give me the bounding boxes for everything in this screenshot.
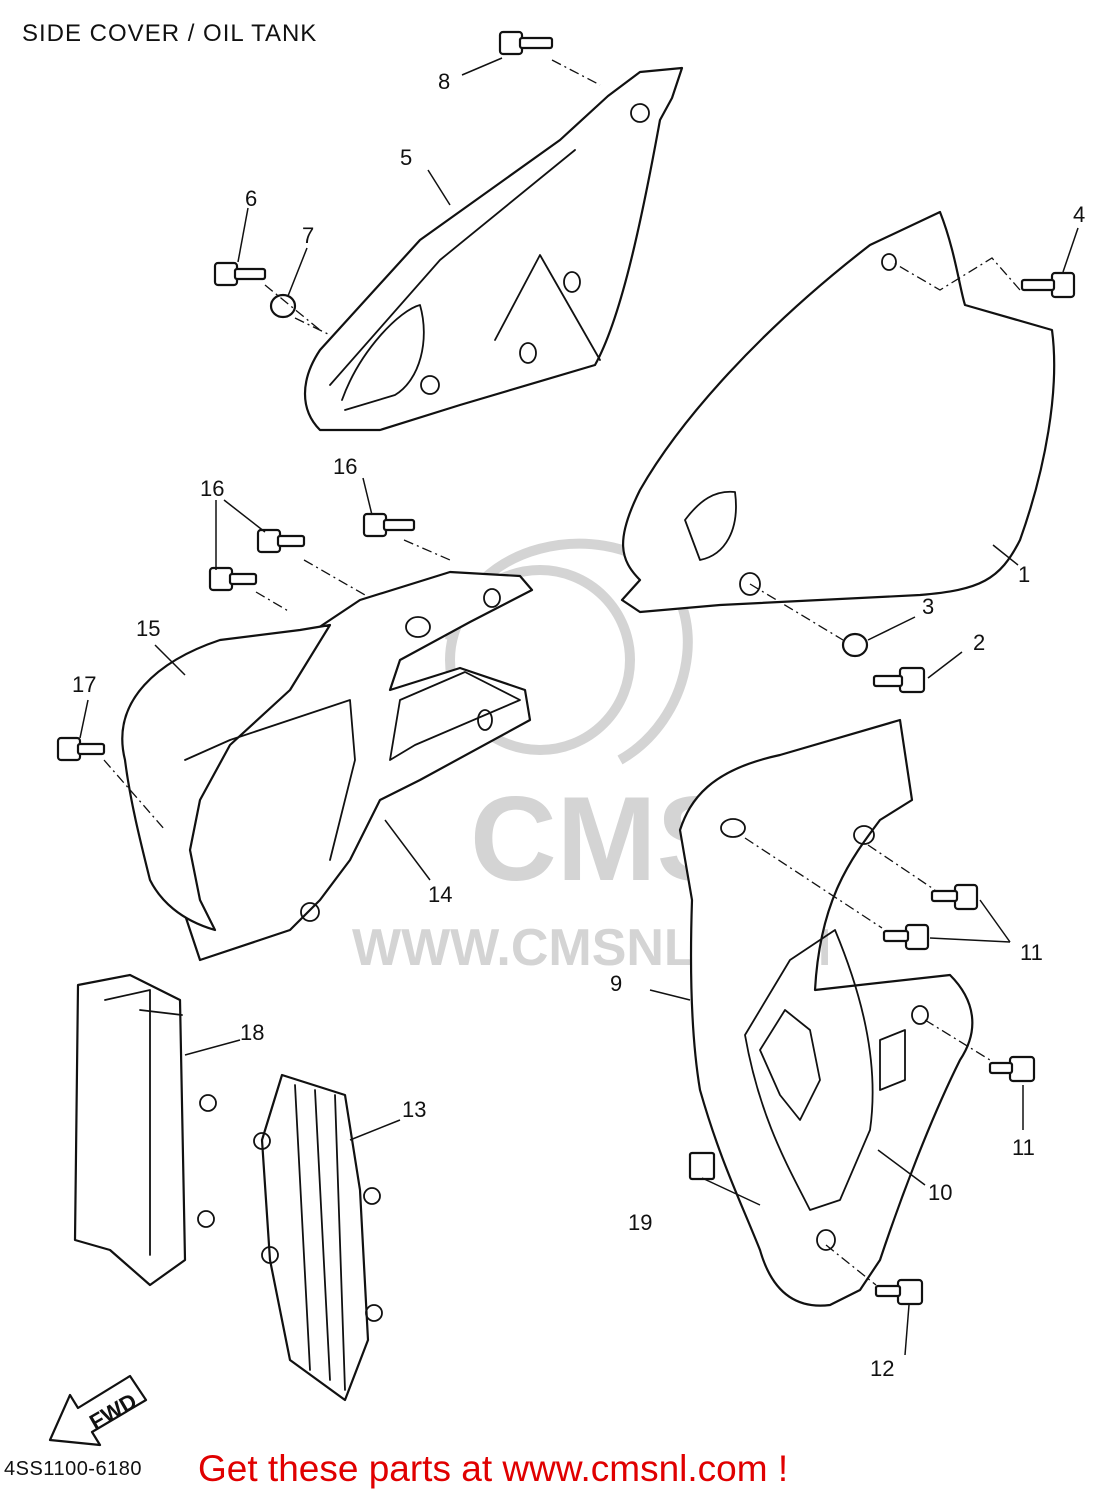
callout-15[interactable]: 15 (136, 616, 160, 641)
part-1-side-cover-right[interactable] (620, 210, 1056, 614)
callout-17[interactable]: 17 (72, 672, 96, 697)
bolt-8[interactable] (498, 30, 554, 56)
callout-8[interactable]: 8 (438, 69, 450, 94)
callout-4[interactable]: 4 (1073, 202, 1085, 227)
bolt-11-c[interactable] (988, 1055, 1036, 1083)
nut-7[interactable] (269, 293, 297, 319)
bolt-16-upper[interactable] (362, 512, 416, 538)
part-9-side-cover-left[interactable] (678, 718, 974, 1307)
callout-11-lower[interactable]: 11 (1012, 1135, 1035, 1160)
bolt-12[interactable] (874, 1278, 924, 1306)
part-18-louver[interactable] (73, 973, 217, 1287)
callout-1[interactable]: 1 (1018, 562, 1030, 587)
forward-arrow: FWD (48, 1374, 148, 1447)
callout-10[interactable]: 10 (928, 1180, 952, 1205)
diagram-title: SIDE COVER / OIL TANK (22, 20, 318, 47)
callout-9[interactable]: 9 (610, 971, 622, 996)
leader-lines (79, 57, 1079, 1356)
callout-12[interactable]: 12 (870, 1356, 894, 1381)
callout-3[interactable]: 3 (922, 594, 934, 619)
callout-16-upper[interactable]: 16 (333, 454, 357, 479)
clip-19[interactable] (688, 1151, 716, 1181)
bolt-2[interactable] (872, 666, 926, 694)
bolt-16-left-a[interactable] (256, 528, 306, 554)
get-parts-link[interactable]: Get these parts at www.cmsnl.com ! (198, 1448, 789, 1489)
callout-19[interactable]: 19 (628, 1210, 652, 1235)
washer-3[interactable] (841, 632, 869, 658)
bolt-4[interactable] (1020, 271, 1076, 299)
part-13-radiator-grille[interactable] (253, 1073, 383, 1402)
assembly-lines (103, 59, 1021, 1286)
callout-16-left[interactable]: 16 (200, 476, 224, 501)
bolt-16-left-b[interactable] (208, 566, 258, 592)
callout-18[interactable]: 18 (240, 1020, 264, 1045)
callout-5[interactable]: 5 (400, 145, 412, 170)
callout-6[interactable]: 6 (245, 186, 257, 211)
callout-11-upper[interactable]: 11 (1020, 940, 1043, 965)
part-15-shroud-inner[interactable] (121, 623, 356, 932)
bolt-6[interactable] (213, 261, 267, 287)
callout-2[interactable]: 2 (973, 630, 985, 655)
callout-14[interactable]: 14 (428, 882, 452, 907)
callout-labels: 1 2 3 4 5 6 7 8 9 10 11 11 12 13 14 15 1… (72, 69, 1085, 1381)
bolts (56, 30, 1076, 1306)
part-5-side-cover-upper[interactable] (303, 66, 684, 432)
bolt-11-a[interactable] (930, 883, 979, 911)
callout-7[interactable]: 7 (302, 223, 314, 248)
bolt-11-b[interactable] (882, 923, 930, 951)
bolt-17[interactable] (56, 736, 106, 762)
part-code: 4SS1100-6180 (4, 1458, 142, 1480)
callout-13[interactable]: 13 (402, 1097, 426, 1122)
watermark-ring (445, 565, 635, 755)
